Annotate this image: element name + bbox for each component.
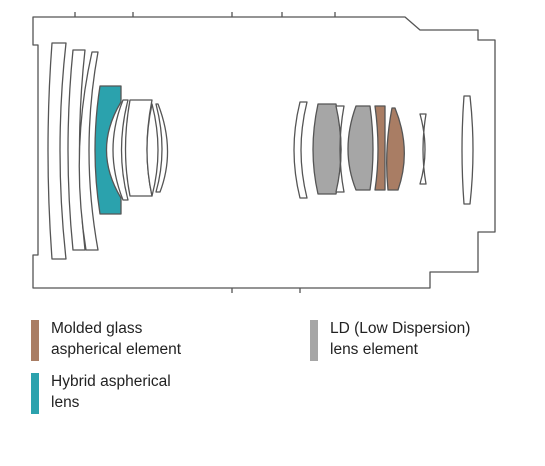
lens-element-16	[461, 95, 474, 205]
ld-element-1	[312, 103, 342, 195]
lens-element-3	[78, 51, 99, 251]
lens-element-15	[419, 113, 427, 185]
ld-element-2	[347, 105, 374, 191]
molded-glass-label-line2: aspherical element	[51, 341, 182, 358]
ld-label-line1: LD (Low Dispersion)	[330, 320, 471, 337]
lens-element-7	[146, 103, 159, 197]
lens-element-5	[112, 99, 129, 201]
hybrid-aspherical-element	[94, 85, 122, 215]
hybrid-aspherical-swatch	[31, 373, 39, 414]
hybrid-aspherical-label-line2: lens	[51, 394, 80, 411]
lens-element-9	[293, 101, 308, 199]
lens-element-8	[155, 103, 169, 193]
hybrid-aspherical-label: Hybrid aspherical lens	[51, 371, 171, 413]
molded-aspherical-element-2	[386, 107, 405, 191]
hybrid-aspherical-label-line1: Hybrid aspherical	[51, 373, 171, 390]
ld-label: LD (Low Dispersion) lens element	[330, 318, 470, 360]
ld-swatch	[310, 320, 318, 361]
lens-element-1	[47, 42, 67, 260]
legend-hybrid-aspherical: Hybrid aspherical lens	[31, 373, 171, 414]
legend-molded-glass-aspherical: Molded glass aspherical element	[31, 320, 181, 361]
ld-label-line2: lens element	[330, 341, 418, 358]
molded-glass-label-line1: Molded glass	[51, 320, 143, 337]
molded-aspherical-element-1	[374, 105, 386, 191]
lens-element-11	[335, 105, 345, 193]
legend-ld-lens-element: LD (Low Dispersion) lens element	[310, 320, 470, 361]
lens-construction-diagram	[32, 12, 496, 293]
molded-glass-swatch	[31, 320, 39, 361]
molded-glass-label: Molded glass aspherical element	[51, 318, 181, 360]
lens-barrel-outline	[32, 16, 496, 289]
